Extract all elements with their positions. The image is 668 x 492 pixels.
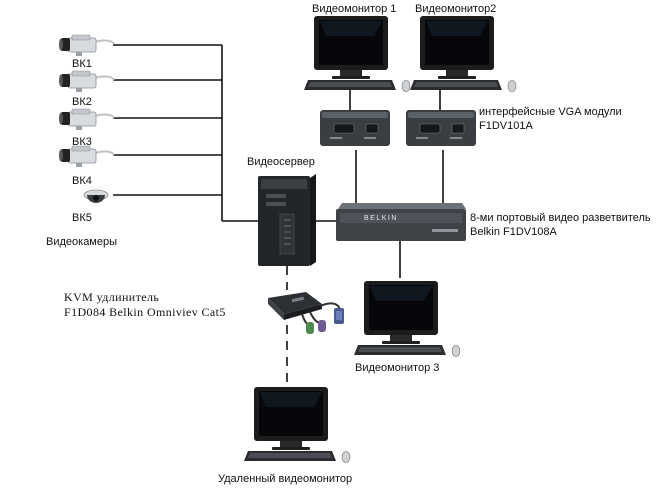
camera-vk1 [58,34,115,57]
vga-modules-label-line2: F1DV101A [479,120,533,132]
kvm-label-line2: F1D084 Belkin Omniviev Cat5 [64,305,226,319]
server-label: Видеосервер [247,156,315,168]
vga-module-2 [405,109,477,147]
splitter-label-line2: Belkin F1DV108A [470,226,557,238]
monitor2-label: Видеомонитор2 [415,3,497,15]
camera-vk5 [83,189,109,204]
camera-vk4 [58,145,115,168]
monitor1-label: Видеомонитор 1 [312,3,397,15]
kvm-label-line1: KVM удлинитель [64,290,160,304]
splitter-brand: BELKIN [364,215,398,222]
monitor-3 [353,280,461,357]
remote-monitor-label: Удаленный видеомонитор [218,473,353,485]
monitor-icon [303,15,411,92]
video-server [258,174,316,266]
camera-vk3 [58,108,115,131]
camera-vk2 [58,70,115,93]
box-camera-icon [58,70,115,93]
camera-label-vk2: ВК2 [72,96,92,108]
monitor-icon [243,386,351,463]
connections [113,44,444,278]
monitor3-label: Видеомонитор 3 [355,362,440,374]
camera-label-vk3: ВК3 [72,136,92,148]
monitor-icon [409,15,517,92]
monitor-icon [353,280,461,357]
cameras-group-label: Видеокамеры [46,236,118,248]
box-camera-icon [58,145,115,168]
box-camera-icon [58,34,115,57]
camera-label-vk5: ВК5 [72,212,92,224]
monitor-2 [409,15,517,92]
dome-camera-icon [83,189,109,204]
box-camera-icon [58,108,115,131]
vga-module-icon [319,109,391,147]
monitor-1 [303,15,411,92]
vga-module-1 [319,109,391,147]
vga-modules-label-line1: интерфейсные VGA модули [479,106,622,118]
camera-label-vk1: ВК1 [72,58,92,70]
splitter-label-line1: 8-ми портовый видео разветвитель [470,212,651,224]
kvm-extender [268,292,344,334]
video-splitter: BELKIN [336,203,466,241]
remote-monitor [243,386,351,463]
vga-module-icon [405,109,477,147]
camera-label-vk4: ВК4 [72,175,92,187]
